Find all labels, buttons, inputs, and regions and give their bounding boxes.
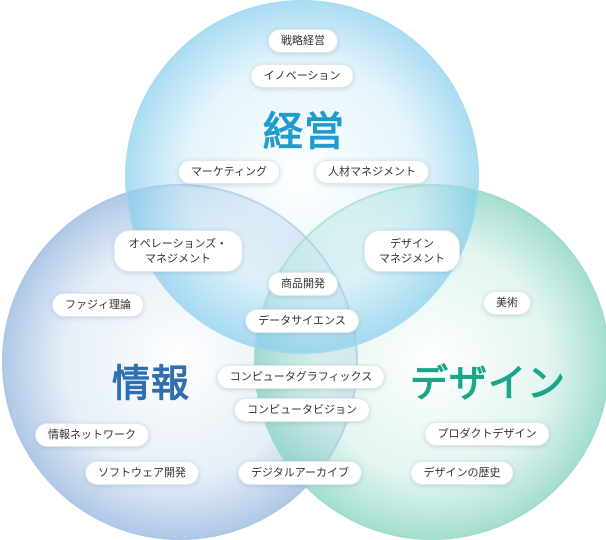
tag-jinzai-management: 人材マネジメント bbox=[315, 160, 429, 184]
tag-operations-management: オペレーションズ・ マネジメント bbox=[113, 230, 243, 272]
tag-shohin-kaihatsu: 商品開発 bbox=[268, 272, 338, 296]
tag-innovation: イノベーション bbox=[250, 64, 354, 88]
tag-design-management: デザイン マネジメント bbox=[364, 230, 460, 272]
management-title: 経営 bbox=[263, 109, 345, 155]
tag-digital-archive: デジタルアーカイブ bbox=[237, 461, 363, 485]
tag-fuzzy-theory: ファジィ理論 bbox=[52, 293, 144, 317]
design-title: デザイン bbox=[409, 361, 567, 406]
tag-bijutsu: 美術 bbox=[483, 291, 531, 315]
tag-marketing: マーケティング bbox=[177, 160, 281, 184]
tag-software-development: ソフトウェア開発 bbox=[85, 461, 199, 485]
tag-senryaku-keiei: 戦略経営 bbox=[268, 29, 338, 53]
tag-design-history: デザインの歴史 bbox=[410, 461, 514, 485]
tag-computer-vision: コンピュータビジョン bbox=[234, 398, 370, 422]
tag-information-network: 情報ネットワーク bbox=[35, 423, 149, 447]
information-title: 情報 bbox=[111, 361, 191, 406]
tag-product-design: プロダクトデザイン bbox=[424, 422, 550, 446]
tag-computer-graphics: コンピュータグラフィックス bbox=[216, 365, 386, 389]
tag-data-science: データサイエンス bbox=[245, 309, 359, 333]
